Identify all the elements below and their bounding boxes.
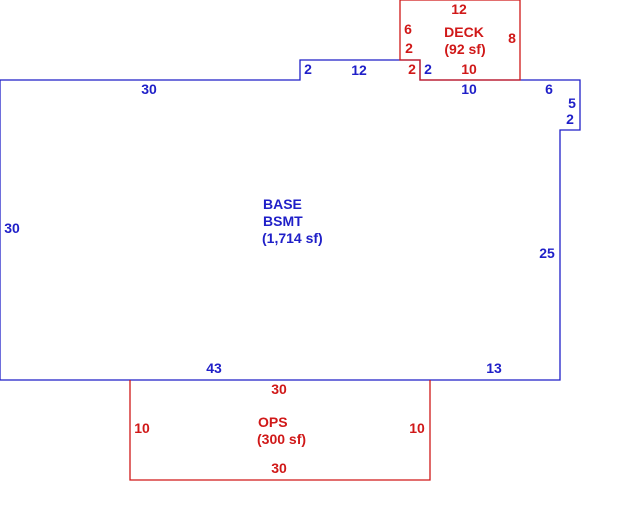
base-dim-bottom-left: 43	[206, 360, 222, 376]
base-dim-notch-5: 5	[568, 95, 576, 111]
deck-dim-inner-2: 2	[408, 61, 416, 77]
ops-dim-top: 30	[271, 381, 287, 397]
ops-dim-right: 10	[409, 420, 425, 436]
deck-dim-left-2: 2	[405, 40, 413, 56]
base-basement-outline	[0, 59, 581, 381]
base-dim-step-top: 12	[351, 62, 367, 78]
base-area-label: (1,714 sf)	[262, 230, 323, 246]
base-sub-label: BSMT	[263, 213, 303, 229]
base-label: BASE	[263, 196, 302, 212]
deck-dim-left-6: 6	[404, 21, 412, 37]
base-dim-top-left: 30	[141, 81, 157, 97]
base-dim-top-mid: 10	[461, 81, 477, 97]
base-dim-notch-2: 2	[566, 111, 574, 127]
base-dim-step-left: 2	[304, 61, 312, 77]
base-dim-bottom-right: 13	[486, 360, 502, 376]
base-dim-step-right: 2	[424, 61, 432, 77]
ops-outline	[129, 380, 431, 481]
base-dim-right: 25	[539, 245, 555, 261]
deck-dim-right: 8	[508, 30, 516, 46]
ops-dim-left: 10	[134, 420, 150, 436]
deck-label: DECK	[444, 24, 484, 40]
deck-dim-bottom: 10	[461, 61, 477, 77]
ops-label: OPS	[258, 414, 288, 430]
base-dim-left: 30	[4, 220, 20, 236]
deck-area-label: (92 sf)	[444, 41, 485, 57]
base-dim-top-right: 6	[545, 81, 553, 97]
deck-dim-top: 12	[451, 1, 467, 17]
ops-dim-bottom: 30	[271, 460, 287, 476]
ops-area-label: (300 sf)	[257, 431, 306, 447]
deck-outline	[399, 0, 521, 81]
